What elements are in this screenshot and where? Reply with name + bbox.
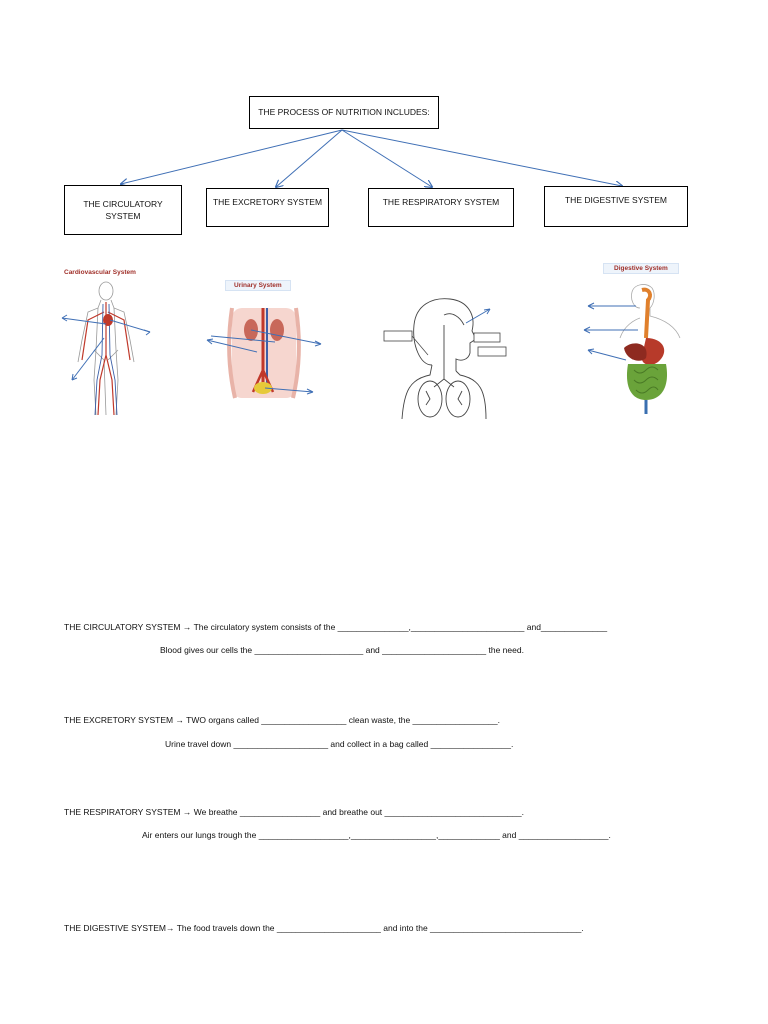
system-label: SYSTEM: [105, 211, 141, 221]
respiratory-question-line1: THE RESPIRATORY SYSTEM → We breathe ____…: [64, 807, 524, 817]
system-label: THE EXCRETORY SYSTEM: [212, 197, 323, 208]
system-label: THE CIRCULATORY: [83, 198, 163, 209]
cardiovascular-diagram-title: Cardiovascular System: [64, 269, 136, 276]
system-label: THE RESPIRATORY SYSTEM: [382, 197, 500, 208]
circulatory-question-line1: THE CIRCULATORY SYSTEM → The circulatory…: [64, 622, 608, 632]
concept-map-title: THE PROCESS OF NUTRITION INCLUDES:: [249, 96, 439, 129]
digestive-question-line1: THE DIGESTIVE SYSTEM→ The food travels d…: [64, 923, 584, 933]
system-box-digestive: THE DIGESTIVE SYSTEM: [544, 186, 688, 227]
arrow-to-digestive: [341, 129, 622, 186]
respiratory-diagram: [383, 298, 507, 420]
urinary-diagram-title: Urinary System: [225, 280, 291, 291]
excretory-question-line1: THE EXCRETORY SYSTEM → TWO organs called…: [64, 715, 500, 725]
arrow-to-respiratory: [341, 129, 432, 187]
arrow-to-circulatory: [121, 129, 343, 184]
concept-map-title-text: THE PROCESS OF NUTRITION INCLUDES:: [258, 107, 430, 118]
arrow-to-excretory: [276, 129, 343, 187]
respiratory-question-line2: Air enters our lungs trough the ________…: [142, 830, 611, 840]
circulatory-question-line2: Blood gives our cells the ______________…: [160, 645, 524, 655]
cardiovascular-diagram: [61, 281, 151, 416]
system-box-respiratory: THE RESPIRATORY SYSTEM: [368, 188, 514, 227]
urinary-diagram: [206, 307, 322, 399]
system-box-excretory: THE EXCRETORY SYSTEM: [206, 188, 329, 227]
concept-map-arrows: [0, 129, 768, 200]
system-label: THE DIGESTIVE SYSTEM: [564, 195, 668, 206]
digestive-diagram: [583, 284, 681, 414]
digestive-diagram-title: Digestive System: [603, 263, 679, 274]
system-box-circulatory: THE CIRCULATORY SYSTEM: [64, 185, 182, 235]
excretory-question-line2: Urine travel down ____________________ a…: [165, 739, 514, 749]
